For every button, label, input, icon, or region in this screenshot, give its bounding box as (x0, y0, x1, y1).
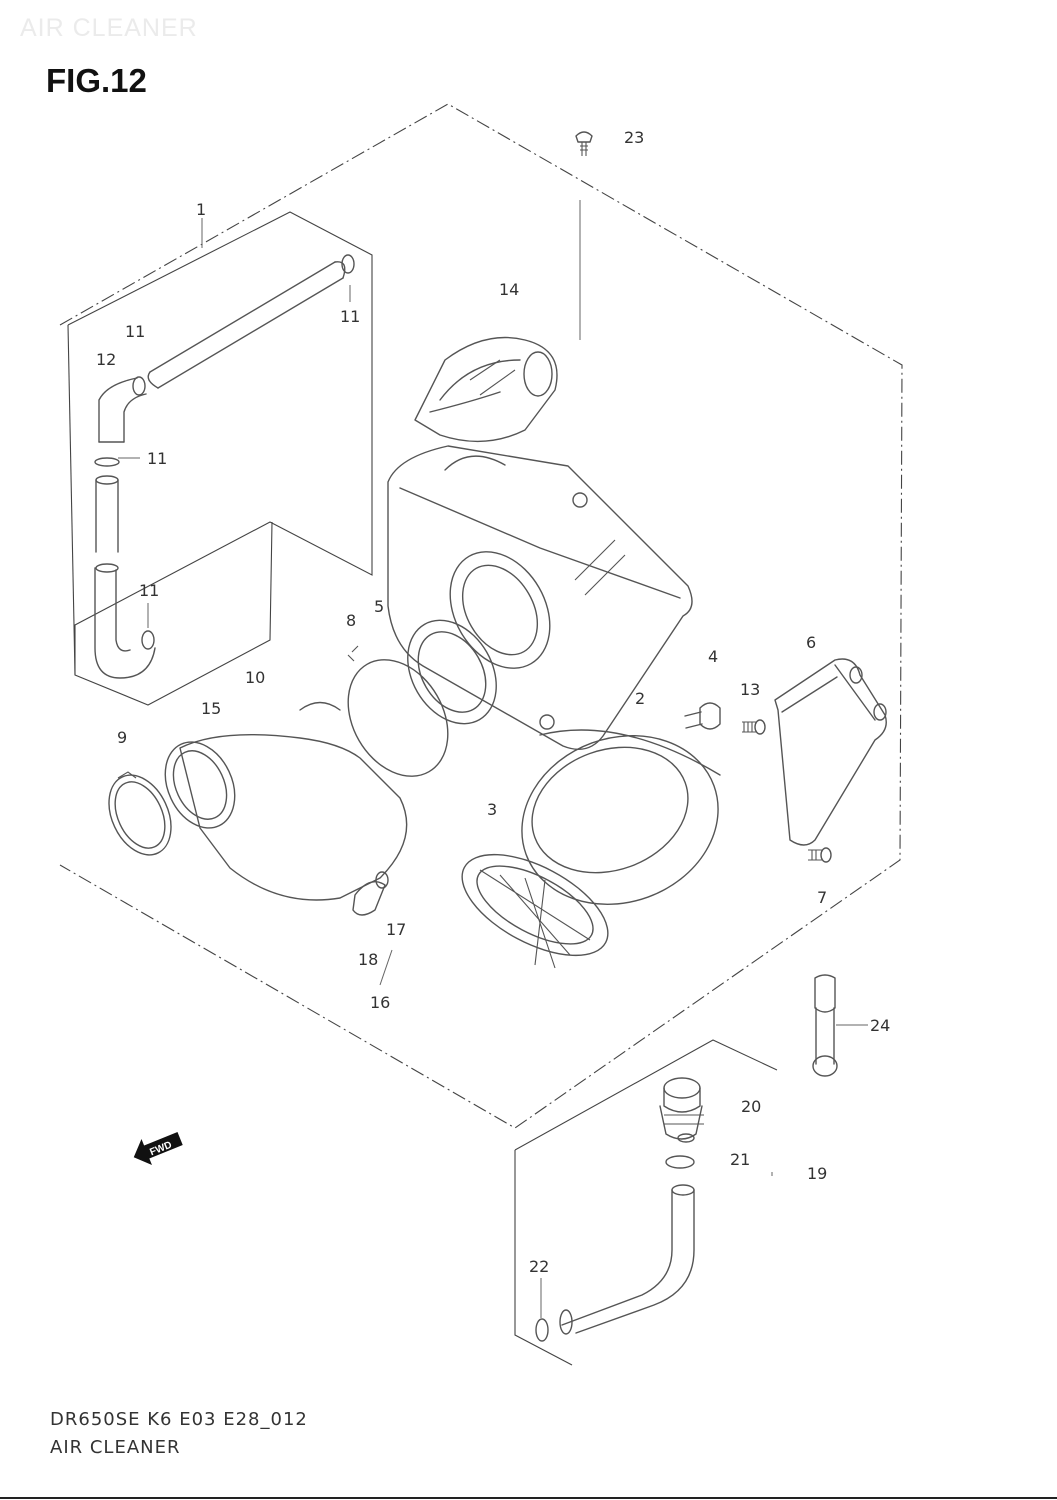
part-label-23: 23 (624, 128, 644, 147)
drain-cap-20 (659, 1077, 704, 1143)
bottom-rule (0, 1497, 1057, 1499)
part-label-9: 9 (117, 728, 127, 747)
part-label-12: 12 (96, 350, 116, 369)
part-label-8: 8 (346, 611, 356, 630)
part-label-5: 5 (374, 597, 384, 616)
side-cover-6 (774, 658, 887, 846)
lid-cap-14 (414, 336, 558, 443)
element-holder (461, 853, 609, 969)
part-label-11: 11 (139, 581, 159, 600)
part-label-14: 14 (499, 280, 519, 299)
part-label-11: 11 (340, 307, 360, 326)
part-label-6: 6 (806, 633, 816, 652)
drain-hose-19 (559, 1172, 773, 1335)
part-label-20: 20 (741, 1097, 761, 1116)
part-label-13: 13 (740, 680, 760, 699)
part-label-17: 17 (386, 920, 406, 939)
screw-23 (575, 131, 593, 156)
part-label-2: 2 (635, 689, 645, 708)
screw-13 (742, 719, 766, 735)
gasket-8 (347, 645, 449, 777)
part-label-15: 15 (201, 699, 221, 718)
air-cleaner-case (387, 445, 693, 750)
hose-subframe (67, 211, 373, 706)
bolt-4 (684, 702, 721, 730)
part-label-21: 21 (730, 1150, 750, 1169)
figure-title: FIG.12 (46, 62, 147, 99)
breather-hose-lower (94, 457, 156, 679)
bolt-24 (812, 974, 868, 1077)
filter-element-5 (407, 619, 497, 725)
diagram-code: DR650SE K6 E03 E28_012 (50, 1409, 308, 1430)
watermark: AIR CLEANER (20, 14, 198, 42)
clamp-9 (108, 771, 172, 856)
intake-tube-15 (164, 701, 408, 901)
assembly-frame (59, 103, 903, 1129)
part-label-11: 11 (125, 322, 145, 341)
clamp-21 (665, 1155, 695, 1169)
breather-hose-upper (147, 254, 355, 389)
part-label-24: 24 (870, 1016, 890, 1035)
drain-plug-17 (352, 871, 389, 916)
diagram-caption: AIR CLEANER (50, 1437, 181, 1458)
part-label-4: 4 (708, 647, 718, 666)
part-label-10: 10 (245, 668, 265, 687)
forward-arrow-icon: FWD (133, 1132, 183, 1166)
part-label-22: 22 (529, 1257, 549, 1276)
element-3 (521, 729, 721, 906)
part-label-19: 19 (807, 1164, 827, 1183)
drain-subframe (514, 1039, 778, 1151)
part-label-11: 11 (147, 449, 167, 468)
breather-elbow-12 (98, 376, 147, 443)
part-label-3: 3 (487, 800, 497, 819)
screw-7 (808, 847, 832, 863)
part-label-16: 16 (370, 993, 390, 1012)
part-label-1: 1 (196, 200, 206, 219)
part-label-18: 18 (358, 950, 378, 969)
part-label-7: 7 (817, 888, 827, 907)
clamp-22 (535, 1278, 549, 1342)
